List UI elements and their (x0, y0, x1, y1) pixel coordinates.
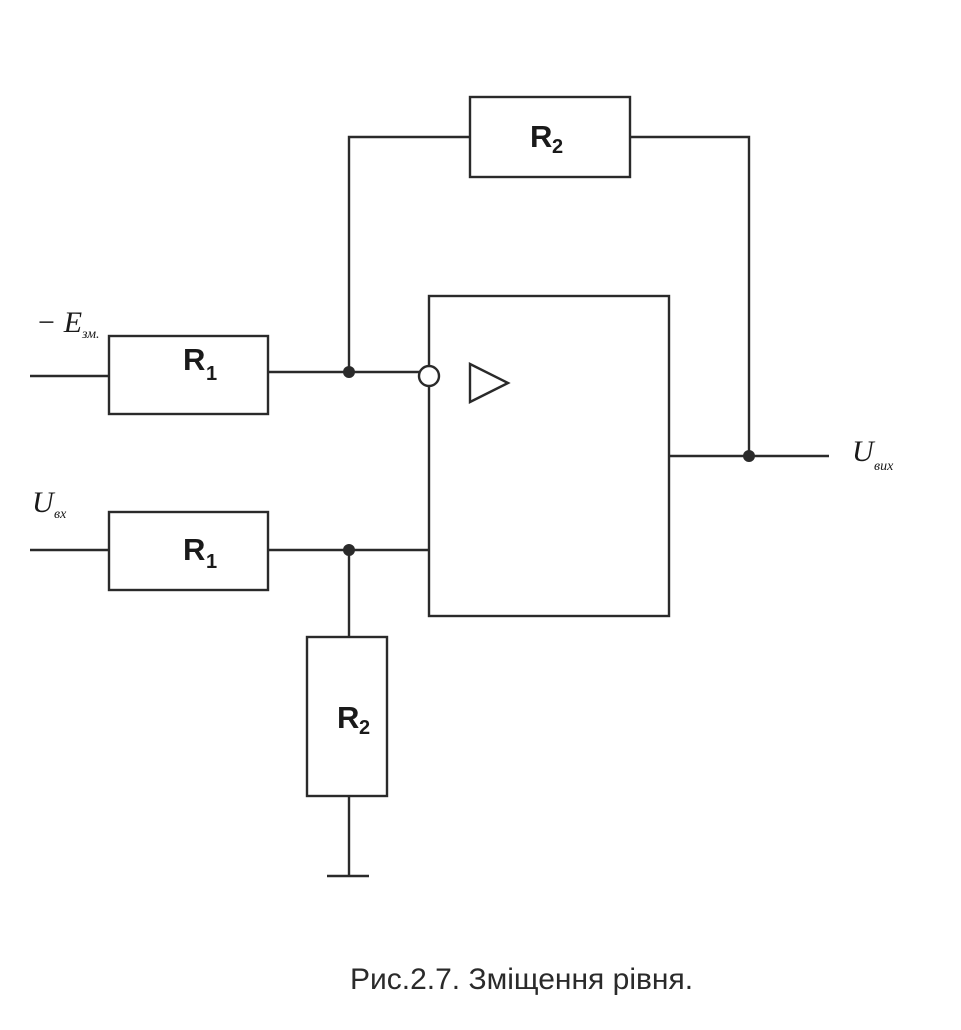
bias-input-subscript: зм. (81, 327, 100, 342)
resistor-r2-ground-label: R (337, 700, 359, 735)
bias-input-label: − E (36, 306, 82, 339)
resistor-r1-bottom: R 1 (107, 510, 270, 592)
resistor-r1-top-label: R (183, 342, 205, 377)
feedback-wire-right (630, 135, 751, 456)
signal-input-label: U (32, 486, 56, 519)
output-subscript: вих (874, 459, 894, 474)
signal-input-subscript: вх (54, 507, 67, 522)
resistor-r2-ground: R 2 (305, 635, 389, 798)
resistor-r1-top: R 1 (107, 334, 270, 416)
resistor-r1-bottom-label: R (183, 532, 205, 567)
output-label: U (852, 435, 876, 468)
junction-dot-output (743, 450, 755, 462)
amplifier-triangle-icon (468, 362, 511, 404)
resistor-r2-feedback-label: R (530, 119, 552, 154)
resistor-r2-ground-index: 2 (359, 717, 370, 739)
inverting-input-bubble (417, 364, 441, 388)
feedback-wire (347, 135, 470, 372)
junction-dot-inverting (343, 366, 355, 378)
resistor-r1-bottom-index: 1 (206, 551, 217, 573)
resistor-r2-feedback-index: 2 (552, 136, 563, 158)
resistor-r2-feedback: R 2 (468, 95, 632, 179)
resistor-r1-top-index: 1 (206, 363, 217, 385)
op-amp-body (427, 294, 671, 618)
figure-caption: Рис.2.7. Зміщення рівня. (350, 963, 694, 996)
